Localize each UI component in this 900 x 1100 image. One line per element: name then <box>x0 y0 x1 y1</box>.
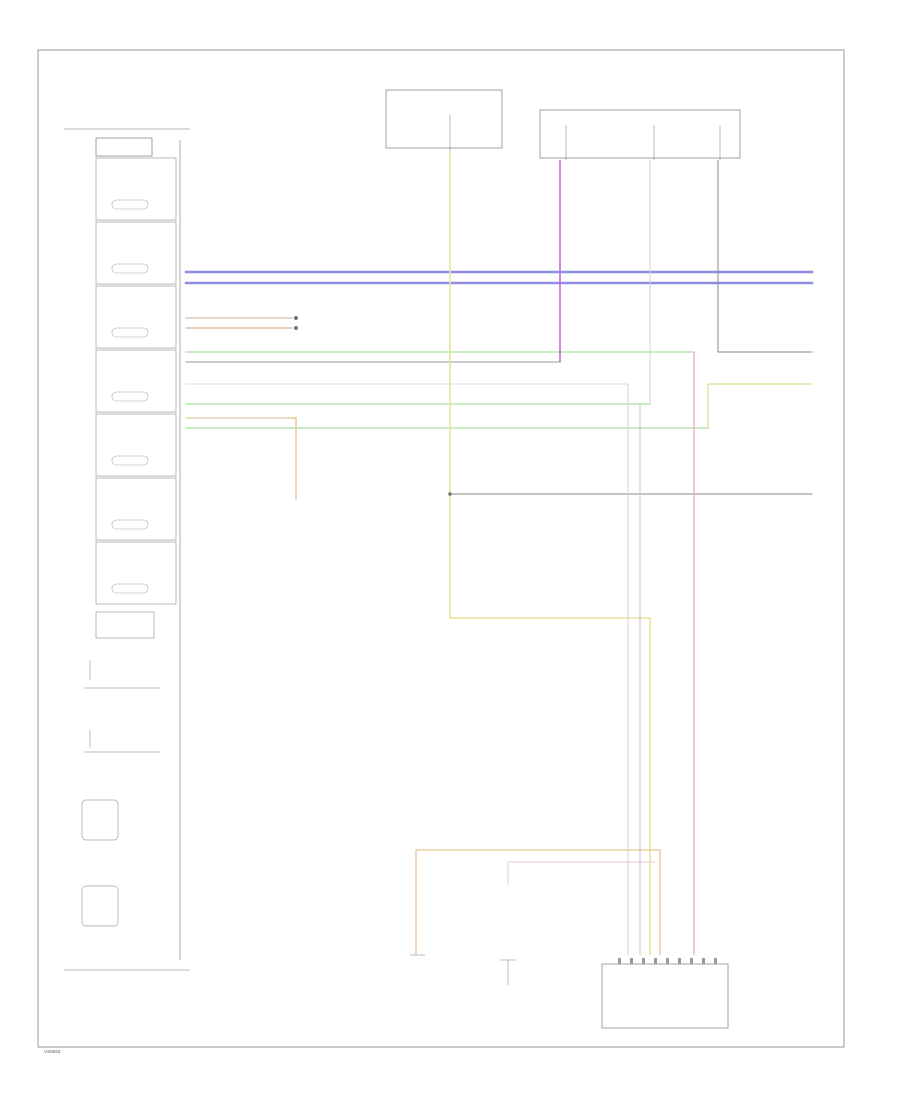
lower-left-sensors <box>64 660 190 971</box>
fuse-box-right <box>539 109 741 159</box>
footer-ref: VS0063 <box>44 1049 61 1054</box>
solenoid-coils <box>111 199 149 594</box>
solenoid-group <box>95 157 177 639</box>
bottom-left-sensor <box>410 954 516 985</box>
bottom-right-module <box>601 963 729 1029</box>
wire-bottom-loop-2 <box>507 861 655 885</box>
wire-yellow-main <box>449 150 651 955</box>
splice-points <box>294 316 452 496</box>
diagram-frame <box>37 49 845 1048</box>
fuse-symbols <box>449 115 721 160</box>
bottom-right-pins <box>618 958 717 964</box>
vertical-wires <box>292 150 719 955</box>
wire-bottom-loop <box>415 849 661 955</box>
wire-orange-drop <box>292 417 297 500</box>
module-top-tab <box>95 137 153 157</box>
relay-box-left <box>385 89 503 149</box>
harness-wires <box>184 270 814 495</box>
